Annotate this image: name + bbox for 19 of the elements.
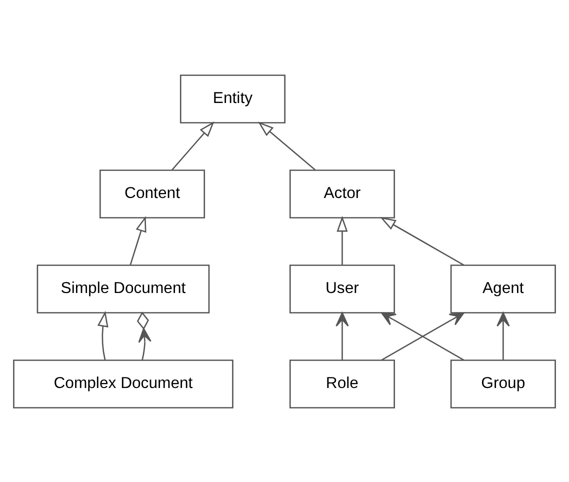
arrow <box>97 310 108 360</box>
arrow <box>258 121 316 170</box>
arrow <box>130 215 146 265</box>
node-box: Actor <box>289 169 395 218</box>
node-box: User <box>289 264 395 313</box>
arrow <box>336 215 348 264</box>
node-box: Group <box>450 359 556 408</box>
node-box: Role <box>289 359 395 408</box>
node-box: Agent <box>450 264 556 313</box>
arrow <box>380 216 464 266</box>
arrow <box>336 312 349 360</box>
arrow <box>381 312 464 360</box>
node-box: Entity <box>180 74 286 123</box>
node-box: Content <box>99 169 206 218</box>
node-box: Simple Document <box>36 264 210 313</box>
arrow <box>172 120 214 170</box>
arrow <box>496 312 510 360</box>
arrow <box>136 311 152 360</box>
node-box: Complex Document <box>13 359 234 408</box>
